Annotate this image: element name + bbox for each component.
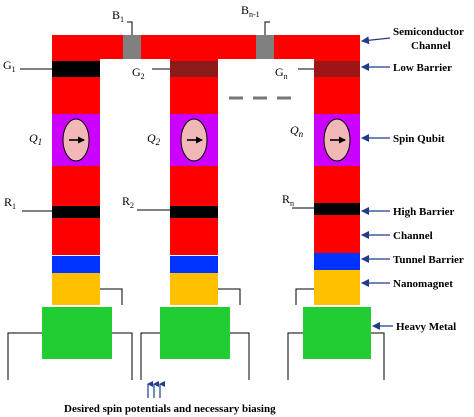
label-r2: R2 bbox=[122, 194, 134, 210]
heavy-metal-lead-left-2 bbox=[140, 332, 160, 380]
nanomagnet-lead-n bbox=[295, 288, 314, 305]
legend-spin-qubit: Spin Qubit bbox=[393, 133, 445, 145]
label-r1: R1 bbox=[4, 195, 16, 211]
heavy-metal-lead-right-2 bbox=[230, 332, 250, 380]
lead-b1 bbox=[127, 21, 133, 35]
tunnel-barrier-n bbox=[314, 253, 360, 270]
nanomagnet-n bbox=[314, 270, 360, 305]
label-q1: Q1 bbox=[29, 131, 42, 147]
label-qn: Qn bbox=[290, 123, 304, 139]
nanomagnet-lead-2 bbox=[218, 288, 241, 305]
heavy-metal-lead-left-1 bbox=[7, 332, 42, 380]
nanomagnet-2 bbox=[170, 273, 218, 305]
low-barrier-1 bbox=[52, 61, 100, 77]
heavy-metal-lead-right-n bbox=[371, 332, 385, 380]
caption-biasing: Desired spin potentials and necessary bi… bbox=[64, 403, 276, 415]
legend-tunnel-barrier: Tunnel Barrier bbox=[393, 254, 464, 266]
high-barrier-n bbox=[314, 203, 360, 215]
label-rn: Rn bbox=[282, 192, 294, 208]
label-q2: Q2 bbox=[147, 131, 161, 147]
label-g2: G2 bbox=[132, 65, 145, 81]
legend-semiconductor-channel: Semiconductor bbox=[393, 26, 464, 38]
tunnel-barrier-1 bbox=[52, 256, 100, 273]
nanomagnet-1 bbox=[52, 273, 100, 305]
low-barrier-2 bbox=[170, 61, 218, 77]
heavy-metal-n bbox=[303, 307, 371, 359]
pointer-semiconductor-channel bbox=[361, 36, 391, 45]
contact-bn bbox=[256, 35, 274, 59]
heavy-metal-1 bbox=[42, 307, 112, 359]
lead-bn bbox=[264, 21, 270, 35]
qubit-column-n bbox=[287, 59, 385, 380]
qubit-column-2 bbox=[140, 59, 250, 380]
tunnel-barrier-2 bbox=[170, 256, 218, 273]
legend-semiconductor-channel-line2: Channel bbox=[411, 40, 451, 52]
low-barrier-n bbox=[314, 61, 360, 77]
label-b1: B1 bbox=[112, 8, 124, 24]
label-g1: G1 bbox=[3, 58, 16, 74]
legend-low-barrier: Low Barrier bbox=[393, 62, 452, 74]
qubit-column-1 bbox=[7, 59, 133, 380]
semiconductor-channel-top bbox=[52, 35, 360, 59]
label-bn: Bn-1 bbox=[241, 3, 260, 19]
legend-high-barrier: High Barrier bbox=[393, 206, 455, 218]
legend-channel: Channel bbox=[393, 230, 433, 242]
high-barrier-2 bbox=[170, 206, 218, 218]
contact-b1 bbox=[123, 35, 141, 59]
nanomagnet-lead-1 bbox=[100, 288, 123, 305]
heavy-metal-lead-right-1 bbox=[112, 332, 133, 380]
legend-nanomagnet: Nanomagnet bbox=[393, 278, 453, 290]
heavy-metal-lead-left-n bbox=[287, 332, 303, 380]
high-barrier-1 bbox=[52, 206, 100, 218]
heavy-metal-2 bbox=[160, 307, 230, 359]
legend-heavy-metal: Heavy Metal bbox=[396, 321, 456, 333]
label-gn: Gn bbox=[275, 65, 288, 81]
